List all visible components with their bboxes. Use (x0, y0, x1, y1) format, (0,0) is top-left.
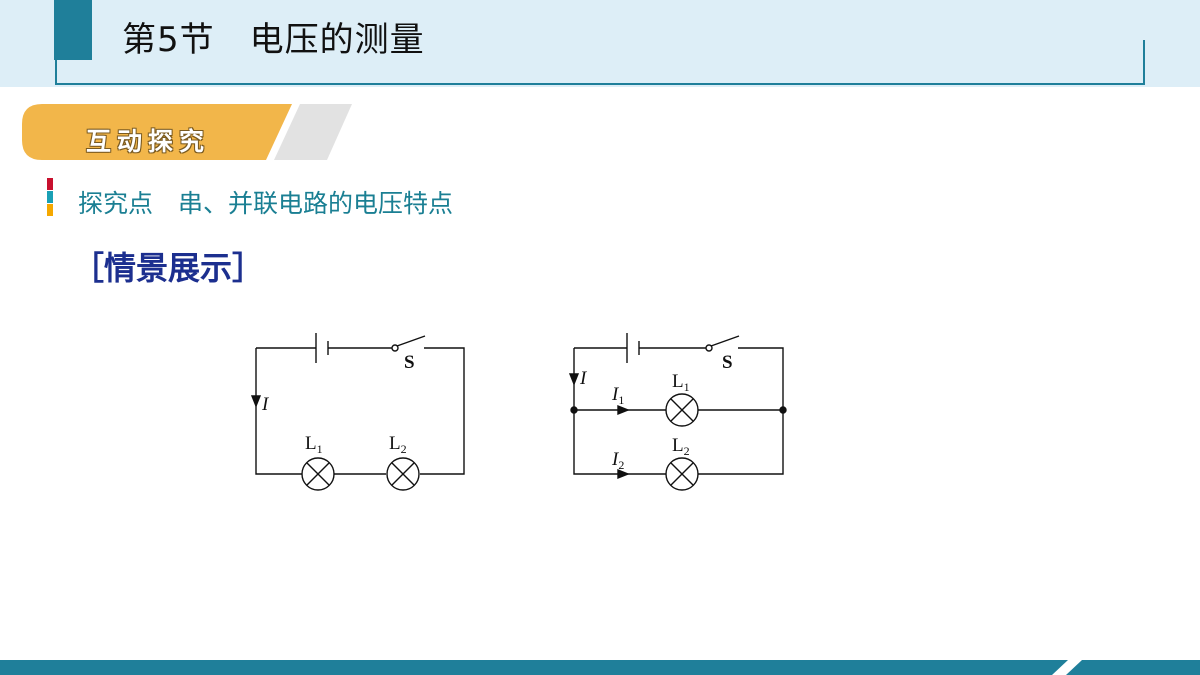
series-switch-pivot (391, 344, 399, 352)
parallel-lamp2-label: L2 (672, 435, 690, 458)
series-circuit (250, 333, 465, 491)
series-lamp1-label: L1 (305, 433, 323, 456)
header-band (0, 0, 1200, 87)
parallel-lamp-l2-icon (665, 457, 699, 491)
series-current-label: I (261, 394, 270, 415)
page-title: 第5节 电压的测量 (122, 20, 425, 60)
parallel-main-current-arrow (568, 373, 580, 386)
parallel-wires (573, 347, 784, 475)
parallel-branch2-current-label: I2 (611, 449, 624, 472)
parallel-lamp-l1-icon (665, 393, 699, 427)
section-title: 探究点 串、并联电路的电压特点 (78, 189, 454, 218)
interactive-banner (22, 104, 352, 160)
parallel-lamp1-label: L1 (672, 371, 690, 394)
banner-gray-stripe (274, 104, 352, 160)
banner-label: 互动探究 (86, 127, 211, 156)
parallel-branch1-arrow (617, 404, 630, 416)
parallel-switch-blade (710, 335, 740, 347)
banner-orange-tab (22, 104, 292, 160)
scene-heading: ［情景展示］ (72, 249, 265, 287)
parallel-switch-label: S (722, 352, 733, 373)
series-wires (255, 347, 465, 475)
parallel-switch-pivot (705, 344, 713, 352)
header-accent-block (54, 0, 92, 60)
parallel-circuit (568, 333, 787, 491)
parallel-current-label: I (579, 368, 588, 389)
series-lamp2-label: L2 (389, 433, 407, 456)
series-switch-label: S (404, 352, 415, 373)
footer-bar (0, 660, 1200, 675)
series-lamp-l2-icon (386, 457, 420, 491)
series-switch-blade (396, 335, 426, 347)
parallel-junction-right (779, 406, 787, 414)
section-marker (47, 178, 53, 216)
series-current-arrow (250, 395, 262, 408)
header-frame-gap (1140, 0, 1150, 40)
parallel-branch1-current-label: I1 (611, 384, 624, 407)
series-lamp-l1-icon (301, 457, 335, 491)
parallel-branch2-arrow (617, 468, 630, 480)
parallel-junction-left (570, 406, 578, 414)
